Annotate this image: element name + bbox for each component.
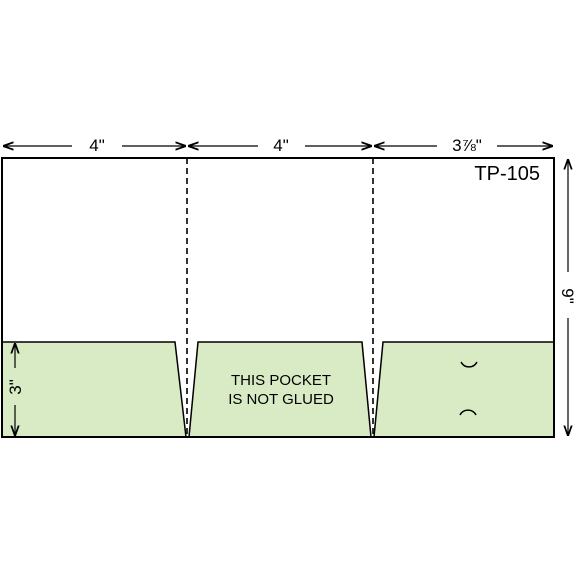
- pocket-left: [1, 341, 187, 438]
- height-label: 9": [558, 288, 576, 304]
- panel-1-width-label: 4": [89, 136, 105, 155]
- folder-border: [1, 157, 555, 438]
- pocket-center: [188, 341, 372, 438]
- pocket-height-label: 3": [6, 379, 25, 395]
- pocket-note-line-2: IS NOT GLUED: [228, 391, 334, 408]
- panel-3-width-label: 3⅞": [452, 136, 482, 155]
- card-slit-top: [460, 361, 478, 368]
- pocket-note-line-1: THIS POCKET: [231, 372, 331, 389]
- model-label: TP-105: [474, 163, 540, 185]
- pocket-right: [373, 341, 555, 438]
- panel-2-width-label: 4": [273, 136, 289, 155]
- card-slit-bottom: [459, 409, 477, 416]
